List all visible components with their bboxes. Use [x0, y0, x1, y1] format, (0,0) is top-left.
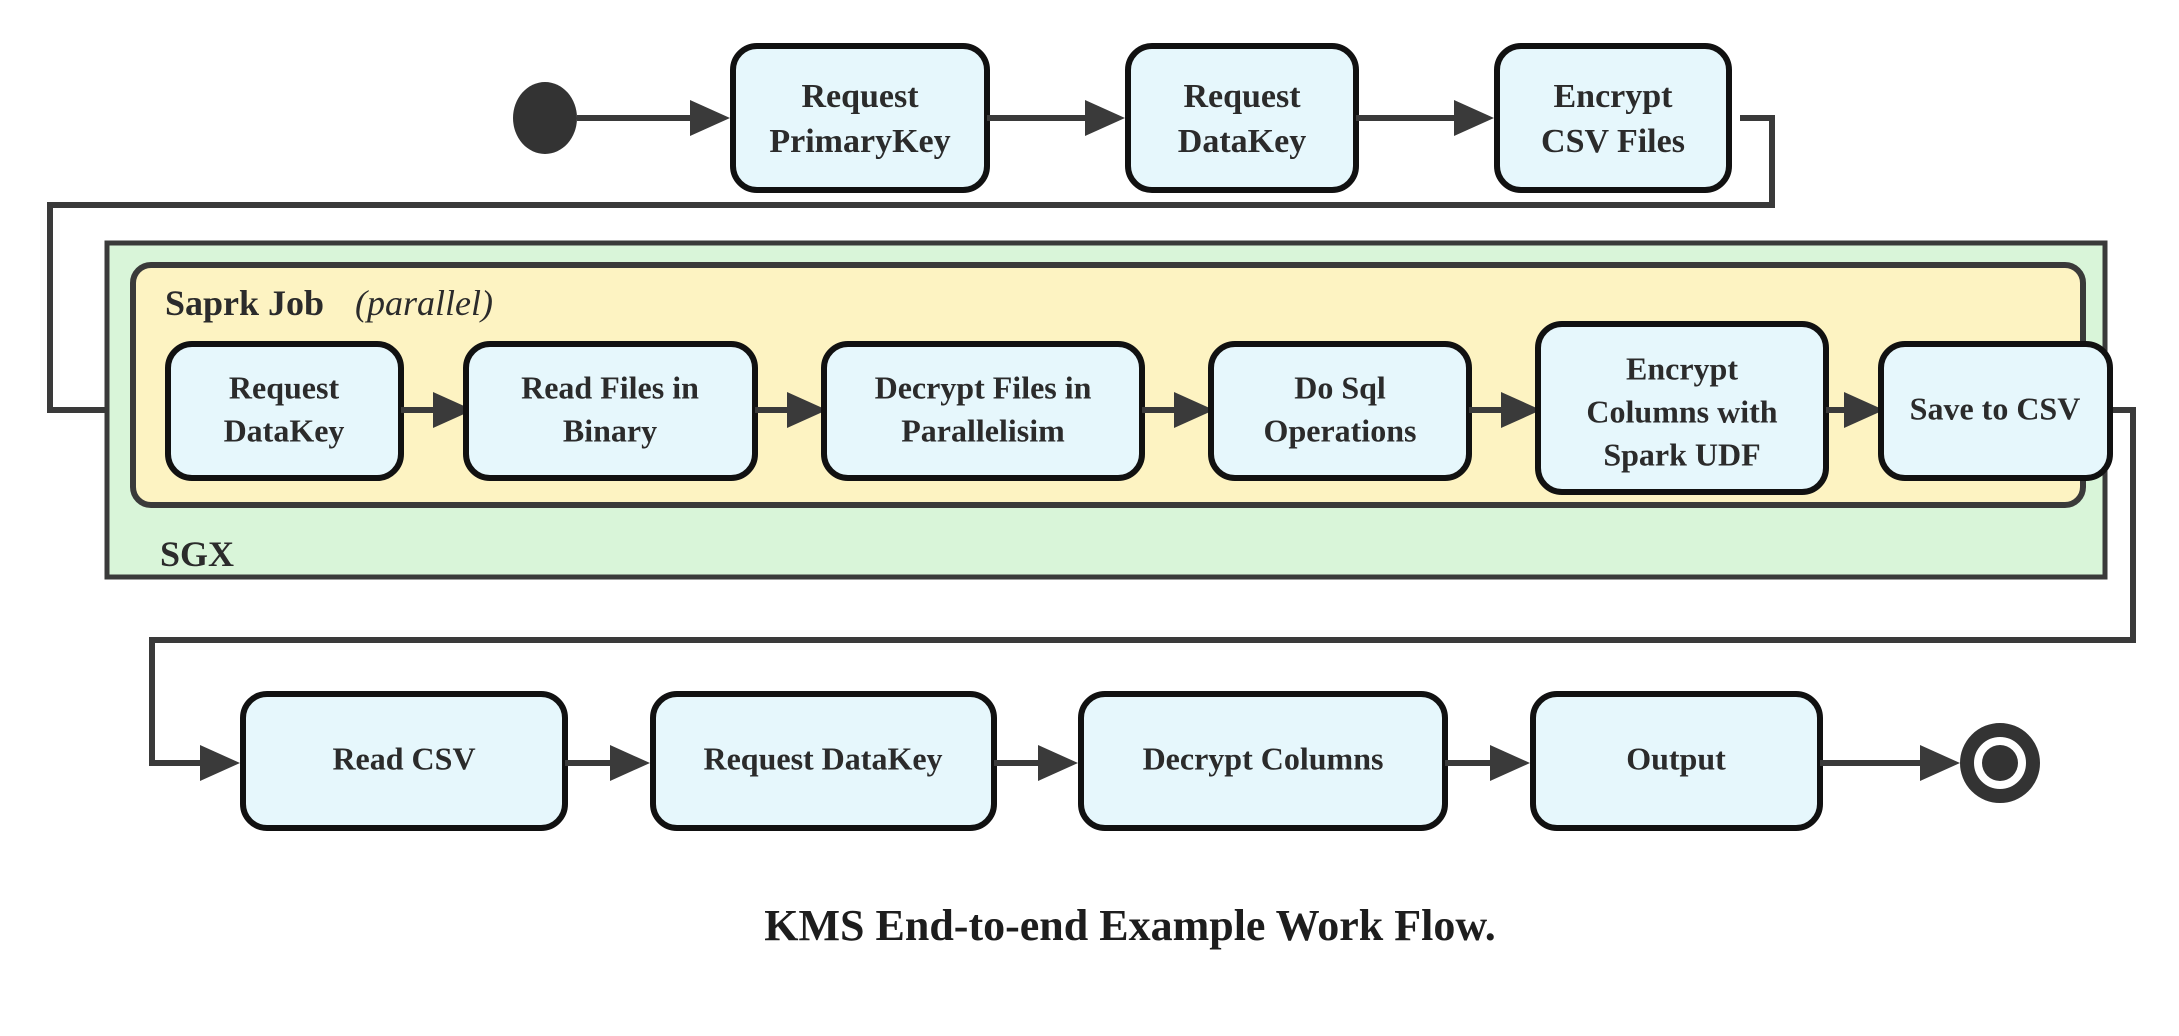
node-request-datakey-top-line1: Request	[1183, 78, 1301, 115]
arrowhead-into-encrypt-columns	[1501, 392, 1541, 428]
arrowhead-into-end-node	[1920, 745, 1960, 781]
node-do-sql-line2: Operations	[1264, 412, 1417, 448]
node-encrypt-csv-files-line1: Encrypt	[1554, 78, 1674, 115]
node-request-datakey-top-line2: DataKey	[1178, 123, 1306, 160]
arrowhead-into-request-primarykey	[690, 100, 730, 136]
arrowhead-into-request-datakey-top	[1085, 100, 1125, 136]
node-encrypt-columns-line1: Encrypt	[1626, 350, 1738, 386]
node-encrypt-csv-files[interactable]	[1494, 43, 1732, 193]
node-encrypt-columns-line3: Spark UDF	[1603, 436, 1760, 472]
node-do-sql-operations[interactable]	[1208, 341, 1472, 481]
node-read-files-in-binary[interactable]	[463, 341, 758, 481]
spark-job-label: Saprk Job	[165, 283, 324, 323]
node-decrypt-files-line1: Decrypt Files in	[875, 369, 1092, 405]
arrowhead-into-read-csv	[200, 745, 240, 781]
node-request-primarykey-line2: PrimaryKey	[769, 123, 950, 160]
arrowhead-into-decrypt-columns	[1038, 745, 1078, 781]
arrowhead-into-decrypt-files	[787, 392, 827, 428]
node-do-sql-line1: Do Sql	[1294, 369, 1386, 405]
node-encrypt-csv-files-line2: CSV Files	[1541, 123, 1685, 160]
start-node	[513, 82, 577, 154]
node-read-csv-label: Read CSV	[332, 740, 475, 776]
figure-caption: KMS End-to-end Example Work Flow.	[764, 901, 1495, 950]
node-encrypt-columns-line2: Columns with	[1586, 393, 1777, 429]
node-decrypt-files-in-parallelisim[interactable]	[821, 341, 1145, 481]
node-save-to-csv[interactable]	[1878, 341, 2113, 481]
spark-job-qualifier: (parallel)	[355, 283, 493, 323]
node-request-datakey-spark-line2: DataKey	[224, 412, 345, 448]
connector-savecsv-to-readcsv	[149, 407, 2136, 766]
sgx-label: SGX	[160, 534, 234, 574]
arrowhead-into-output	[1490, 745, 1530, 781]
end-node-ring	[1960, 723, 2040, 803]
arrowhead-into-do-sql-operations	[1174, 392, 1214, 428]
end-node-dot	[1982, 745, 2018, 781]
arrowhead-into-request-datakey-bottom	[610, 745, 650, 781]
node-request-datakey-top[interactable]	[1125, 43, 1359, 193]
node-request-primarykey-line1: Request	[801, 78, 919, 115]
node-decrypt-columns-label: Decrypt Columns	[1143, 740, 1384, 776]
node-request-datakey-spark[interactable]	[165, 341, 404, 481]
arrowhead-into-read-files-in-binary	[433, 392, 473, 428]
node-read-files-in-binary-line2: Binary	[563, 412, 657, 448]
node-output-label: Output	[1626, 740, 1726, 776]
node-request-datakey-spark-line1: Request	[229, 369, 340, 405]
node-request-datakey-bottom-label: Request DataKey	[703, 740, 942, 776]
node-read-files-in-binary-line1: Read Files in	[521, 369, 699, 405]
node-request-primarykey[interactable]	[730, 43, 990, 193]
connector-encrypt-to-spark	[47, 115, 1775, 413]
node-decrypt-files-line2: Parallelisim	[901, 412, 1065, 448]
node-save-to-csv-label: Save to CSV	[1910, 390, 2081, 426]
arrowhead-into-save-to-csv	[1844, 392, 1884, 428]
arrowhead-into-encrypt-csv-files	[1454, 100, 1494, 136]
